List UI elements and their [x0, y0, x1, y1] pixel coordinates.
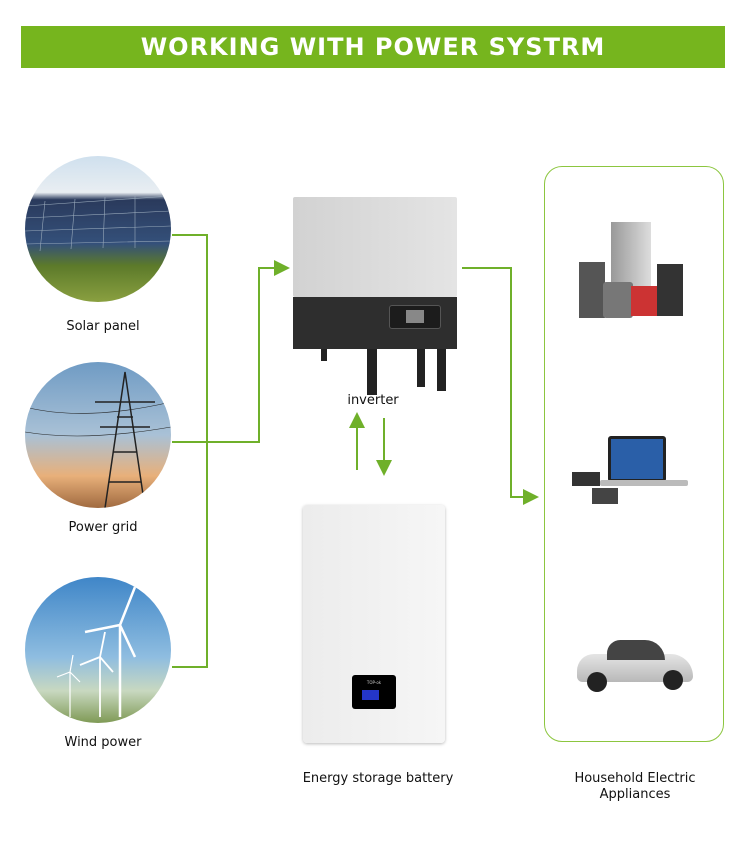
battery-label: Energy storage battery: [302, 771, 454, 786]
appliances-label: Household Electric Appliances: [550, 771, 720, 803]
wind-power-label: Wind power: [64, 735, 142, 750]
battery-display: TOP-ok: [352, 675, 396, 709]
power-grid-label: Power grid: [68, 520, 138, 535]
battery-image: TOP-ok: [303, 505, 445, 743]
battery-screen-text: TOP-ok: [366, 680, 382, 685]
solar-panel-label: Solar panel: [66, 319, 140, 334]
appliances-label-line2: Appliances: [599, 787, 671, 802]
home-appliances-photo: [575, 222, 685, 322]
electric-car-photo: [577, 636, 695, 692]
solar-panel-photo: [25, 156, 171, 302]
appliances-label-line1: Household Electric: [574, 771, 696, 786]
inverter-label: inverter: [347, 393, 399, 408]
wind-turbine-photo: [25, 577, 171, 723]
grid-to-inverter-arrow: [172, 260, 290, 443]
inverter-to-appliances-arrow: [462, 267, 539, 505]
power-grid-photo: [25, 362, 171, 508]
inverter-image: [293, 197, 457, 395]
appliances-box: [544, 166, 724, 742]
laptop-tablet-photo: [572, 436, 690, 506]
title-banner: WORKING WITH POWER SYSTRM: [21, 26, 725, 68]
solar-wind-line: [172, 234, 208, 668]
